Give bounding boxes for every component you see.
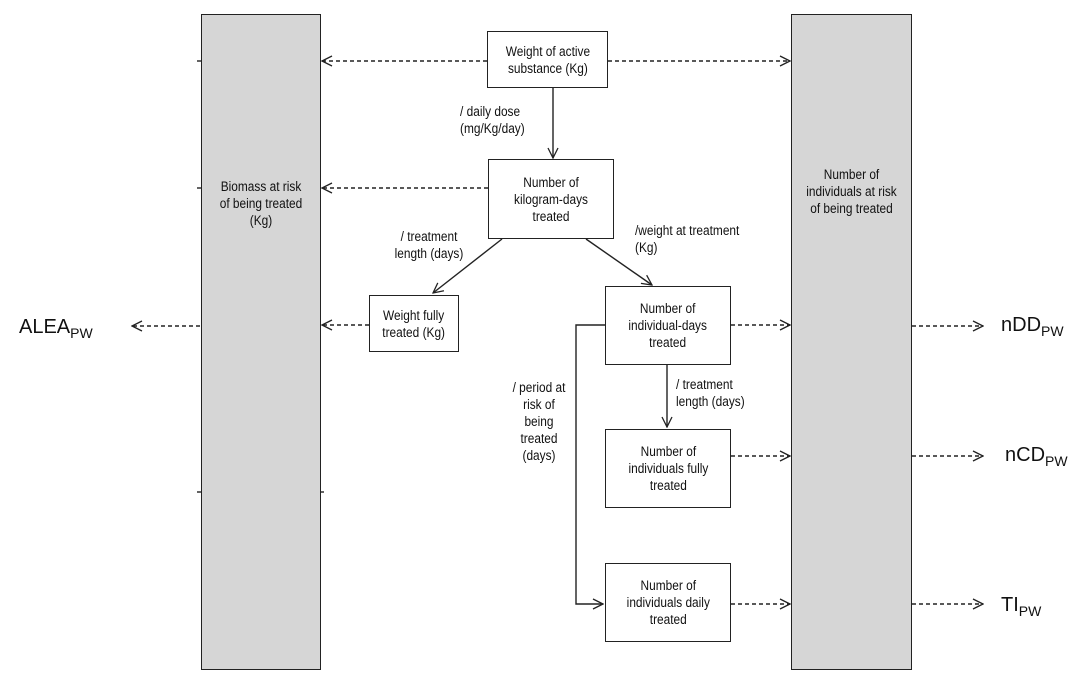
individuals-fully-treated-box: Number of individuals fully treated <box>605 429 731 508</box>
arrow-kgdays-to-weightfully <box>433 238 503 293</box>
arrow-kgdays-to-indivdays <box>585 238 652 285</box>
weight-active-substance-box: Weight of active substance (Kg) <box>487 31 608 88</box>
ncd-main: nCD <box>1005 444 1046 466</box>
arrow-indivdays-to-daily <box>575 324 605 604</box>
ncd-pw-output: nCDPW <box>1005 444 1068 472</box>
alea-main: ALEA <box>19 316 71 338</box>
weight-at-treatment-label: /weight at treatment (Kg) <box>635 223 740 255</box>
alea-subscript: PW <box>70 325 93 341</box>
daily-dose-label: / daily dose (mg/Kg/day) <box>460 104 525 136</box>
weight-active-substance-label: Weight of active substance (Kg) <box>505 43 590 76</box>
individual-days-box: Number of individual-days treated <box>605 286 731 365</box>
ti-main: TI <box>1001 594 1019 616</box>
kilogram-days-box: Number of kilogram-days treated <box>488 159 614 239</box>
kilogram-days-label: Number of kilogram-days treated <box>514 174 588 224</box>
ndd-subscript: PW <box>1041 323 1064 339</box>
individuals-daily-treated-label: Number of individuals daily treated <box>626 578 710 627</box>
ncd-subscript: PW <box>1045 453 1068 469</box>
ndd-pw-output: nDDPW <box>1001 314 1064 342</box>
individuals-daily-treated-box: Number of individuals daily treated <box>605 563 731 642</box>
individual-days-label: Number of individual-days treated <box>628 301 708 350</box>
alea-pw-output: ALEAPW <box>19 316 93 344</box>
treatment-length-label-2: / treatment length (days) <box>676 377 745 409</box>
treatment-length-label-1: / treatment length (days) <box>394 229 464 261</box>
individuals-at-risk-label: Number of individuals at risk of being t… <box>806 167 897 216</box>
ndd-main: nDD <box>1001 314 1042 336</box>
individuals-at-risk-pillar <box>791 14 912 670</box>
weight-fully-treated-box: Weight fully treated (Kg) <box>369 295 459 352</box>
individuals-fully-treated-label: Number of individuals fully treated <box>628 444 708 493</box>
biomass-at-risk-pillar <box>201 14 321 670</box>
ti-pw-output: TIPW <box>1001 594 1041 622</box>
ti-subscript: PW <box>1018 603 1042 619</box>
period-at-risk-label: / period at risk of being treated (days) <box>512 380 566 463</box>
biomass-at-risk-label: Biomass at risk of being treated (Kg) <box>219 179 303 228</box>
weight-fully-treated-label: Weight fully treated (Kg) <box>382 307 446 340</box>
